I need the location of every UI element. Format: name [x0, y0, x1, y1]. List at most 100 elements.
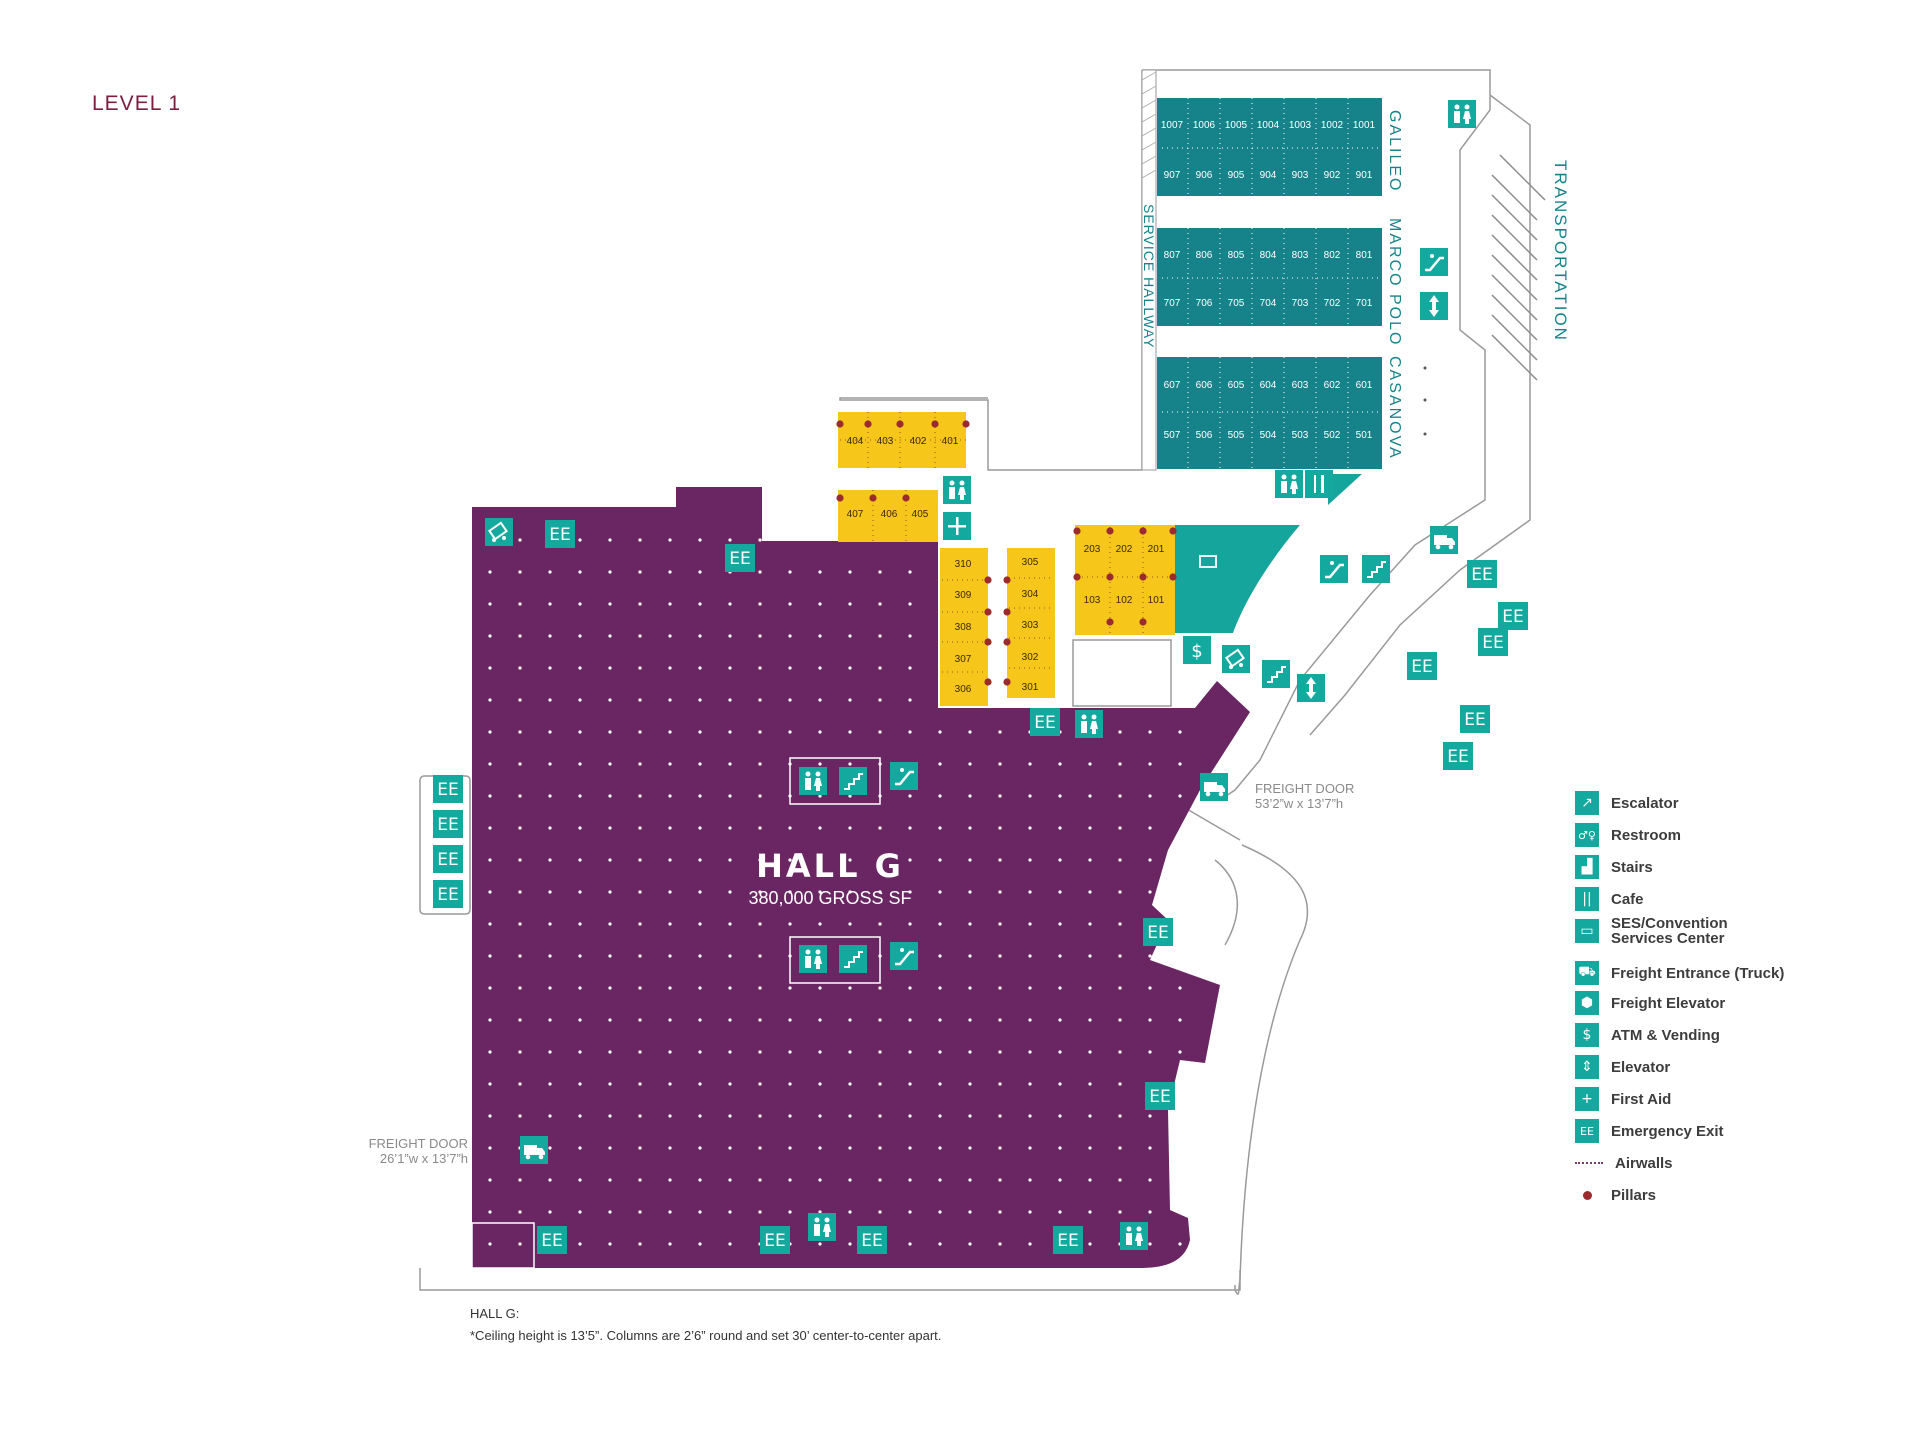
- legend-label-line: Airwalls: [1615, 1154, 1673, 1172]
- column-dot: [878, 922, 882, 926]
- column-dot: [938, 1242, 942, 1246]
- column-dot: [968, 1114, 972, 1118]
- room-number: 203: [1084, 544, 1101, 555]
- column-dot: [608, 954, 612, 958]
- column-dot: [698, 890, 702, 894]
- stairs-icon: [1362, 555, 1390, 583]
- column-dot: [938, 986, 942, 990]
- column-dot: [818, 890, 822, 894]
- ee-icon: EE: [433, 880, 463, 908]
- ee-icon: EE: [1407, 652, 1437, 680]
- column-dot: [668, 762, 672, 766]
- pillar-dot: [1139, 527, 1147, 535]
- column-dot: [758, 858, 762, 862]
- column-dot: [578, 922, 582, 926]
- legend-label-line: Cafe: [1611, 890, 1644, 908]
- column-dot: [668, 730, 672, 734]
- column-dot: [908, 634, 912, 638]
- svg-text:EE: EE: [1447, 747, 1468, 767]
- column-dot: [728, 1114, 732, 1118]
- escalator-icon: [1420, 248, 1448, 276]
- column-dot: [788, 826, 792, 830]
- column-dot: [848, 1050, 852, 1054]
- column-dot: [578, 1114, 582, 1118]
- column-dot: [818, 1082, 822, 1086]
- column-dot: [818, 1050, 822, 1054]
- svg-text:EE: EE: [437, 885, 458, 905]
- column-dot: [878, 1178, 882, 1182]
- legend-label: Stairs: [1611, 860, 1653, 875]
- svg-text:EE: EE: [1471, 565, 1492, 585]
- column-dot: [818, 826, 822, 830]
- column-dot: [1148, 890, 1152, 894]
- column-dot: [998, 1050, 1002, 1054]
- column-dot: [668, 794, 672, 798]
- column-dot: [548, 570, 552, 574]
- column-dot: [908, 858, 912, 862]
- column-dot: [1058, 858, 1062, 862]
- column-dot: [608, 858, 612, 862]
- column-dot: [908, 1178, 912, 1182]
- corridor-dot: [1423, 366, 1427, 370]
- svg-text:EE: EE: [437, 780, 458, 800]
- ee-icon: EE: [433, 810, 463, 838]
- column-dot: [968, 1082, 972, 1086]
- column-dot: [488, 602, 492, 606]
- column-dot: [878, 602, 882, 606]
- column-dot: [1058, 922, 1062, 926]
- room-number: 306: [955, 684, 972, 695]
- column-dot: [1058, 762, 1062, 766]
- ee-icon: EE: [545, 520, 575, 548]
- column-dot: [488, 1114, 492, 1118]
- column-dot: [788, 570, 792, 574]
- column-dot: [698, 794, 702, 798]
- room-number: 405: [912, 509, 929, 520]
- room-number: 310: [955, 559, 972, 570]
- ee-icon: EE: [1443, 742, 1473, 770]
- legend-label: Airwalls: [1615, 1156, 1673, 1171]
- column-dot: [968, 1018, 972, 1022]
- transportation-hatch: [1491, 154, 1546, 381]
- column-dot: [488, 794, 492, 798]
- legend-label-line: Escalator: [1611, 794, 1679, 812]
- column-dot: [818, 922, 822, 926]
- column-dot: [728, 858, 732, 862]
- column-dot: [758, 826, 762, 830]
- column-dot: [1148, 794, 1152, 798]
- column-dot: [1118, 954, 1122, 958]
- column-dot: [968, 794, 972, 798]
- room-number: 606: [1196, 380, 1213, 391]
- column-dot: [968, 1178, 972, 1182]
- column-dot: [668, 1018, 672, 1022]
- galileo-label: GALILEO: [1386, 110, 1403, 192]
- pillar-dot: [864, 420, 872, 428]
- level-title: LEVEL 1: [92, 92, 181, 115]
- column-dot: [818, 666, 822, 670]
- column-dot: [518, 602, 522, 606]
- restroom-icon: ♂♀: [1575, 823, 1599, 847]
- pillar-dot: [984, 638, 992, 646]
- column-dot: [1118, 890, 1122, 894]
- ee-icon: EE: [1143, 918, 1173, 946]
- room-number: 604: [1260, 380, 1277, 391]
- column-dot: [758, 1146, 762, 1150]
- freight-truck-icon: ⛟: [1575, 961, 1599, 985]
- column-dot: [668, 954, 672, 958]
- column-dot: [518, 1018, 522, 1022]
- column-dot: [788, 858, 792, 862]
- column-dot: [818, 1114, 822, 1118]
- column-dot: [638, 858, 642, 862]
- svg-text:EE: EE: [541, 1231, 562, 1251]
- ee-icon: EE: [1145, 1082, 1175, 1110]
- column-dot: [698, 762, 702, 766]
- column-dot: [908, 730, 912, 734]
- column-dot: [578, 570, 582, 574]
- column-dot: [1148, 954, 1152, 958]
- column-dot: [848, 698, 852, 702]
- svg-text:EE: EE: [1034, 713, 1055, 733]
- pillar-dot: [1003, 576, 1011, 584]
- column-dot: [578, 538, 582, 542]
- column-dot: [578, 634, 582, 638]
- pillar-dot: [984, 608, 992, 616]
